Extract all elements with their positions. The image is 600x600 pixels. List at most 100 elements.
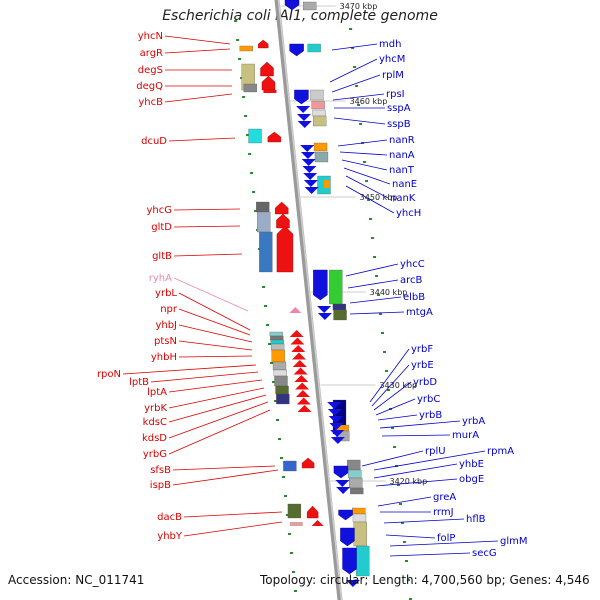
track-dot [353,66,357,68]
gene-arrow [303,180,318,187]
gene-arrow [338,509,353,521]
gene-label-leader [345,175,389,199]
gene-label-gltD: gltD [151,222,172,233]
gene-arrow [327,402,342,409]
gene-label-leader [178,340,253,351]
gene-label-leader [168,137,236,142]
gene-arrow [297,121,312,128]
track-dot [234,20,238,22]
gene-label-leader [164,35,231,45]
gene-label-nanK: nanK [390,193,416,204]
gene-block [353,521,367,547]
gene-arrow [328,416,343,423]
gene-block [256,201,270,213]
gene-label-obgE: obgE [459,474,484,485]
gene-label-rplU: rplU [425,446,446,457]
gene-arrow [263,90,277,93]
gene-label-yhcB: yhcB [138,97,163,108]
gene-arrow [296,114,311,121]
gene-label-yrbG: yrbG [143,449,167,460]
track-dot [379,313,383,315]
gene-arrow [276,225,294,273]
gene-arrow [289,307,302,313]
gene-label-leader [183,521,283,537]
gene-block [310,89,324,101]
gene-arrow [296,106,311,113]
gene-arrow [336,487,351,494]
track-dot [252,191,256,193]
gene-label-yhcM: yhcM [379,54,405,65]
track-dot [351,47,355,49]
gene-block [349,477,363,489]
track-dot [377,294,381,296]
gene-label-leader [332,93,385,101]
gene-arrow [330,437,345,444]
gene-label-yrbL: yrbL [155,288,177,299]
gene-label-leader [168,409,271,455]
gene-block [269,331,284,337]
kbp-label: 3430 kbp [379,381,417,390]
track-dot [268,343,272,345]
gene-label-yrbA: yrbA [462,416,485,427]
gene-label-leader [173,253,243,257]
gene-label-npr: npr [160,304,178,315]
gene-block [271,349,285,363]
gene-label-lptB: lptB [129,377,149,388]
gene-label-rpmA: rpmA [487,446,514,457]
gene-label-yrbD: yrbD [413,377,437,388]
gene-arrow [311,520,324,526]
gene-block [303,1,317,11]
gene-label-argR: argR [140,48,163,59]
track-dot [367,199,371,201]
gene-arrow [258,39,269,49]
gene-block [352,513,367,523]
gene-block [307,43,321,53]
gene-label-nanT: nanT [389,165,415,176]
gene-label-nanA: nanA [389,150,415,161]
gene-label-leader [343,167,391,185]
gene-label-ispB: ispB [150,480,171,491]
gene-label-leader [345,185,395,214]
track-dot [398,503,402,505]
gene-arrow [296,397,311,405]
gene-label-secG: secG [472,548,497,559]
gene-arrow [304,187,319,194]
gene-label-elbB: elbB [403,292,425,303]
gene-arrow [301,457,315,469]
track-dot [250,172,254,174]
gene-arrow [317,306,332,313]
gene-label-leader [373,463,458,479]
gene-label-leader [373,381,412,411]
gene-label-folP: folP [437,533,455,544]
track-dot [390,427,394,429]
gene-arrow [289,43,304,57]
gene-label-leader [341,159,388,171]
gene-label-leader [164,48,231,54]
gene-label-leader [377,414,418,421]
track-dot [289,552,293,554]
gene-block [347,459,361,471]
gene-label-leader [150,371,259,383]
gene-block [257,211,271,233]
gene-block [270,335,284,341]
gene-label-sfsB: sfsB [150,465,171,476]
gene-label-leader [172,465,276,471]
gene-arrow [302,166,317,173]
gene-label-mdh: mdh [379,39,401,50]
track-dot [408,598,412,600]
gene-arrow [329,423,344,430]
gene-arrow [289,330,304,337]
kbp-label: 3420 kbp [390,477,428,486]
gene-label-leader [377,496,432,507]
gene-block [356,545,370,577]
kbp-label: 3450 kbp [360,193,398,202]
gene-block [273,369,288,377]
track-dot [357,104,361,106]
track-dot [383,351,387,353]
gene-label-sspB: sspB [387,119,411,130]
gene-label-leader [178,355,253,358]
gene-arrow [303,173,318,180]
gene-label-leader [347,279,399,289]
kbp-label: 3460 kbp [350,97,388,106]
track-dot [359,123,363,125]
